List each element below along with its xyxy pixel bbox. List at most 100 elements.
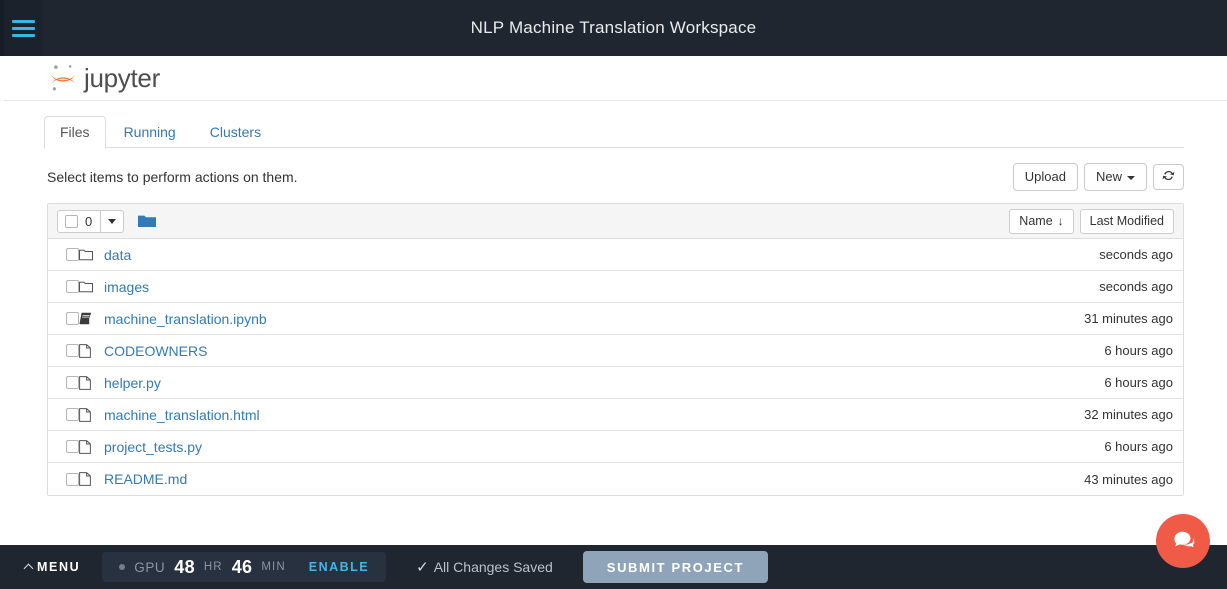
gpu-hours-value: 48 xyxy=(174,556,195,577)
file-name-link[interactable]: CODEOWNERS xyxy=(104,342,208,359)
chevron-down-icon xyxy=(108,218,117,224)
file-row-left: machine_translation.ipynb xyxy=(66,311,1084,327)
sort-by-name-button[interactable]: Name ↓ xyxy=(1009,208,1074,234)
gpu-minutes-unit: MIN xyxy=(261,561,286,573)
file-list-header: 0 Name ↓ Last Modified xyxy=(48,204,1183,239)
file-name-link[interactable]: helper.py xyxy=(104,374,161,391)
select-dropdown-button[interactable] xyxy=(101,209,125,233)
file-list-header-left: 0 xyxy=(57,209,157,233)
select-all-button[interactable]: 0 xyxy=(57,209,102,233)
file-row-left: project_tests.py xyxy=(66,439,1104,455)
file-row-left: CODEOWNERS xyxy=(66,343,1104,359)
save-status: ✓ All Changes Saved xyxy=(416,558,553,576)
file-select-checkbox[interactable] xyxy=(66,280,79,293)
file-modified-time: 31 minutes ago xyxy=(1084,311,1173,326)
file-name-link[interactable]: data xyxy=(104,246,132,263)
refresh-icon xyxy=(1162,170,1175,181)
gpu-status-dot-icon xyxy=(119,564,126,570)
action-bar: Select items to perform actions on them.… xyxy=(47,162,1184,192)
table-row: README.md 43 minutes ago xyxy=(48,463,1183,495)
file-row-left: data xyxy=(66,247,1099,263)
file-row-left: machine_translation.html xyxy=(66,407,1084,423)
new-button-label: New xyxy=(1095,169,1122,184)
file-name-link[interactable]: machine_translation.html xyxy=(104,406,260,423)
file-icon xyxy=(79,472,95,486)
chat-widget-button[interactable] xyxy=(1156,514,1210,568)
file-select-checkbox[interactable] xyxy=(66,408,79,421)
menu-button[interactable]: MENU xyxy=(23,560,81,574)
sort-direction-arrow-icon: ↓ xyxy=(1057,213,1064,228)
chevron-up-icon xyxy=(23,563,34,573)
file-row-left: README.md xyxy=(66,471,1084,487)
bottom-status-bar: MENU GPU 48 HR 46 MIN ENABLE ✓ All Chang… xyxy=(0,545,1227,589)
file-select-checkbox[interactable] xyxy=(66,344,79,357)
tab-bar: Files Running Clusters xyxy=(44,116,1227,149)
page-title: NLP Machine Translation Workspace xyxy=(470,18,757,37)
jupyter-logo-text: jupyter xyxy=(84,62,160,93)
check-icon: ✓ xyxy=(416,559,429,576)
left-edge-strip xyxy=(0,0,4,56)
tab-clusters[interactable]: Clusters xyxy=(209,124,262,140)
gpu-minutes-value: 46 xyxy=(231,556,253,577)
hamburger-icon xyxy=(12,19,35,37)
file-select-checkbox[interactable] xyxy=(66,440,79,453)
gpu-hours-unit: HR xyxy=(203,561,223,573)
file-modified-time: seconds ago xyxy=(1099,247,1173,262)
file-name-link[interactable]: project_tests.py xyxy=(104,438,203,455)
refresh-button[interactable] xyxy=(1153,164,1184,190)
table-row: machine_translation.ipynb 31 minutes ago xyxy=(48,303,1183,335)
file-name-link[interactable]: images xyxy=(104,278,150,295)
table-row: machine_translation.html 32 minutes ago xyxy=(48,399,1183,431)
file-modified-time: seconds ago xyxy=(1099,279,1173,294)
file-list: 0 Name ↓ Last Modified xyxy=(47,203,1184,496)
select-all-checkbox[interactable] xyxy=(65,214,78,228)
gpu-status-panel: GPU 48 HR 46 MIN ENABLE xyxy=(102,552,387,582)
new-folder-button[interactable] xyxy=(138,214,157,228)
save-status-label: All Changes Saved xyxy=(433,559,553,575)
file-modified-time: 6 hours ago xyxy=(1104,343,1173,358)
table-row: project_tests.py 6 hours ago xyxy=(48,431,1183,463)
file-row-left: helper.py xyxy=(66,375,1104,391)
submit-project-button[interactable]: SUBMIT PROJECT xyxy=(582,551,769,583)
file-select-checkbox[interactable] xyxy=(66,472,79,486)
jupyter-home-link[interactable]: jupyter xyxy=(48,62,160,94)
table-row: data seconds ago xyxy=(48,239,1183,271)
selection-instruction: Select items to perform actions on them. xyxy=(47,169,298,185)
select-all-group: 0 xyxy=(57,209,125,233)
file-modified-time: 32 minutes ago xyxy=(1084,407,1173,422)
chevron-down-icon xyxy=(1127,175,1135,180)
sort-name-label: Name xyxy=(1019,213,1053,228)
file-icon xyxy=(79,343,95,358)
file-name-link[interactable]: machine_translation.ipynb xyxy=(104,310,267,327)
toolbar-buttons: Upload New xyxy=(1007,163,1184,191)
new-button[interactable]: New xyxy=(1083,163,1147,191)
file-modified-time: 6 hours ago xyxy=(1104,439,1173,454)
hamburger-menu-button[interactable] xyxy=(4,0,43,56)
file-row-left: images xyxy=(66,279,1099,295)
file-modified-time: 6 hours ago xyxy=(1104,375,1173,390)
chat-bubble-icon xyxy=(1174,531,1195,548)
folder-icon xyxy=(79,249,95,261)
file-list-sort-controls: Name ↓ Last Modified xyxy=(1003,208,1174,234)
upload-button[interactable]: Upload xyxy=(1012,163,1078,191)
tab-running[interactable]: Running xyxy=(123,124,176,140)
file-select-checkbox[interactable] xyxy=(66,376,79,389)
file-name-link[interactable]: README.md xyxy=(104,471,188,487)
sort-by-modified-button[interactable]: Last Modified xyxy=(1079,208,1174,234)
jupyter-logo-icon xyxy=(51,65,75,91)
tab-files[interactable]: Files xyxy=(44,116,106,149)
notebook-icon xyxy=(79,312,95,325)
file-select-checkbox[interactable] xyxy=(66,248,79,261)
gpu-label: GPU xyxy=(134,559,166,575)
table-row: images seconds ago xyxy=(48,271,1183,303)
table-row: CODEOWNERS 6 hours ago xyxy=(48,335,1183,367)
file-select-checkbox[interactable] xyxy=(66,312,79,325)
folder-icon xyxy=(79,281,95,293)
gpu-enable-button[interactable]: ENABLE xyxy=(308,560,370,574)
file-icon xyxy=(79,407,95,422)
main-content: Files Running Clusters Select items to p… xyxy=(4,101,1227,545)
menu-label: MENU xyxy=(37,560,81,574)
file-icon xyxy=(79,439,95,454)
file-icon xyxy=(79,375,95,390)
file-modified-time: 43 minutes ago xyxy=(1084,471,1173,487)
